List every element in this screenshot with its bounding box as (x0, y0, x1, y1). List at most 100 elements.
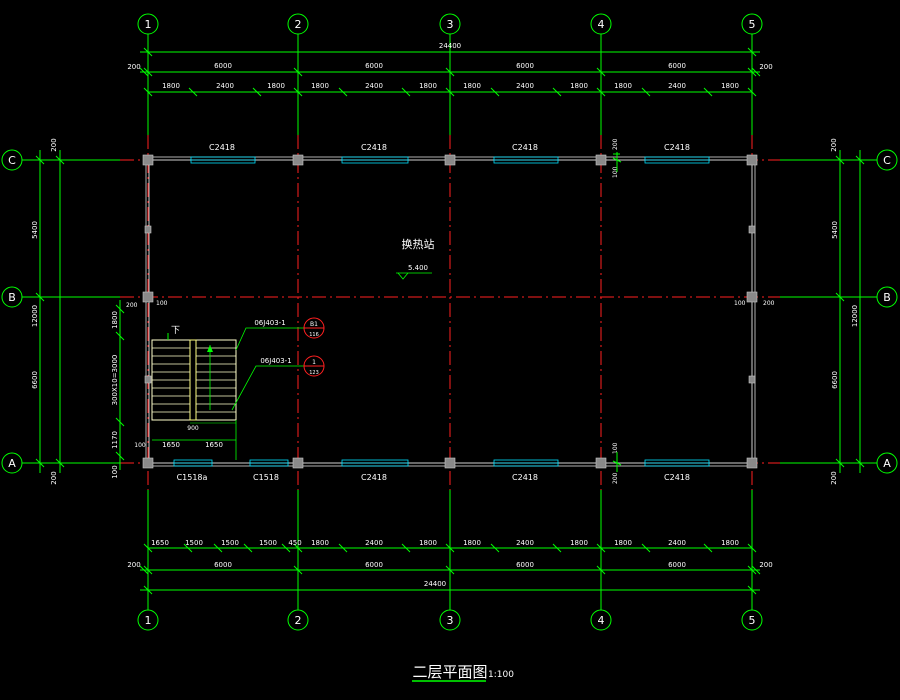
stair-dim-1650-right: 1650 (205, 441, 223, 449)
dim-bot-edge-right: 200 (759, 561, 772, 569)
building-walls (142, 154, 758, 469)
window-label-top: C2418 (512, 143, 538, 152)
dim-bot-fine: 1800 (721, 539, 739, 547)
wall-mark: 100 (612, 442, 619, 454)
callout-1-num: B1 (310, 321, 318, 328)
axis-3-bottom: 3 (439, 609, 461, 631)
dim-right-bot-200: 200 (830, 471, 838, 484)
axis-label-4-bottom: 4 (598, 614, 605, 627)
axis-3-top: 3 (439, 13, 461, 35)
axis-1-top: 1 (137, 13, 159, 35)
dim-top-edge-right: 200 (759, 63, 772, 71)
axis-label-1-top: 1 (145, 18, 152, 31)
dim-top-fine: 1800 (570, 82, 588, 90)
dim-bot-fine: 1800 (614, 539, 632, 547)
dim-right-top-200: 200 (830, 138, 838, 151)
axis-label-a-left: A (8, 457, 16, 470)
axis-label-c-right: C (883, 154, 891, 167)
dim-top-fine: 2400 (365, 82, 383, 90)
window-label-bottom: C2418 (664, 473, 690, 482)
dim-top-fine: 1800 (267, 82, 285, 90)
dim-bot-fine: 1800 (463, 539, 481, 547)
top-dimensions (139, 47, 761, 97)
axis-2-bottom: 2 (287, 609, 309, 631)
dim-top-fine: 1800 (311, 82, 329, 90)
room-label: 换热站 5.400 (396, 237, 435, 280)
axis-a-right: A (876, 452, 898, 474)
side-dimension-text: 5400 6600 12000 200 200 5400 6600 12000 … (31, 138, 859, 484)
wall-mark: 200 (612, 472, 619, 484)
dim-top-fine: 2400 (516, 82, 534, 90)
wall-mark: 100 (156, 300, 168, 307)
dim-bot-fine: 1500 (185, 539, 203, 547)
axis-label-5-top: 5 (749, 18, 756, 31)
windows (173, 156, 710, 467)
title-text: 二层平面图 (412, 663, 487, 681)
dim-top-fine: 1800 (162, 82, 180, 90)
dim-left-total: 12000 (31, 305, 39, 327)
window-label-top: C2418 (209, 143, 235, 152)
detail-callouts: 06J403-1 B1 116 06J403-1 1 123 (231, 317, 325, 411)
room-name: 换热站 (402, 237, 435, 251)
axis-b-left: B (1, 286, 23, 308)
dim-bot-fine: 1650 (151, 539, 169, 547)
wall-marks: 200 100 100 200 100 200 100 200 (126, 138, 775, 484)
window-labels: C2418 C2418 C2418 C2418 C1518a C1518 C24… (177, 143, 690, 482)
dim-bot-fine: 450 (288, 539, 301, 547)
dim-left-5400: 5400 (31, 221, 39, 239)
dim-top-fine: 2400 (216, 82, 234, 90)
dim-bot-mid: 6000 (516, 561, 534, 569)
dim-bot-fine: 1500 (221, 539, 239, 547)
dim-top-fine: 1800 (721, 82, 739, 90)
dim-bot-fine: 1500 (259, 539, 277, 547)
dim-bot-fine: 1800 (311, 539, 329, 547)
dim-right-6600: 6600 (831, 371, 839, 389)
axis-label-5-bottom: 5 (749, 614, 756, 627)
stair-dim-1650-left: 1650 (162, 441, 180, 449)
dim-top-fine: 1800 (419, 82, 437, 90)
bottom-dimension-text: 1650 1500 1500 1500 450 1800 2400 1800 1… (127, 539, 772, 588)
bottom-dimensions (139, 543, 761, 595)
axis-label-b-right: B (883, 291, 891, 304)
dim-stair-100: 100 (111, 465, 119, 478)
window-label-bottom: C2418 (512, 473, 538, 482)
dim-top-mid: 6000 (668, 62, 686, 70)
wall-mark: 200 (763, 300, 775, 307)
row-axes: C B A C B A (1, 149, 898, 474)
dim-stair-1170: 1170 (111, 431, 119, 449)
title-scale: 1:100 (488, 670, 514, 680)
dim-stair-1800: 1800 (111, 311, 119, 329)
dim-left-bot-200: 200 (50, 471, 58, 484)
window-label-bottom: C2418 (361, 473, 387, 482)
dim-left-6600: 6600 (31, 371, 39, 389)
dim-bot-mid: 6000 (214, 561, 232, 569)
axis-label-a-right: A (883, 457, 891, 470)
axis-2-top: 2 (287, 13, 309, 35)
callout-1-sub: 116 (309, 332, 319, 338)
wall-mark: 200 (126, 302, 138, 309)
dim-top-mid: 6000 (365, 62, 383, 70)
dim-top-fine: 1800 (614, 82, 632, 90)
callout-2-ref: 06J403-1 (260, 357, 291, 365)
axis-label-2-top: 2 (295, 18, 302, 31)
axis-c-right: C (876, 149, 898, 171)
dim-top-mid: 6000 (516, 62, 534, 70)
axis-4-bottom: 4 (590, 609, 612, 631)
drawing-title: 二层平面图 1:100 (412, 663, 514, 682)
window-label-bottom: C1518 (253, 473, 279, 482)
dim-bot-fine: 2400 (668, 539, 686, 547)
dim-bot-total: 24400 (424, 580, 446, 588)
axis-a-left: A (1, 452, 23, 474)
stair-direction-label: 下 (171, 326, 180, 336)
axis-b-right: B (876, 286, 898, 308)
stair-dim-100: 100 (134, 442, 146, 449)
axis-c-left: C (1, 149, 23, 171)
dim-top-edge-left: 200 (127, 63, 140, 71)
wall-mark: 100 (612, 166, 619, 178)
dim-top-fine: 1800 (463, 82, 481, 90)
axis-label-3-bottom: 3 (447, 614, 454, 627)
wall-mark: 100 (734, 300, 746, 307)
wall-mark: 200 (612, 138, 619, 150)
dim-top-total: 24400 (439, 42, 461, 50)
